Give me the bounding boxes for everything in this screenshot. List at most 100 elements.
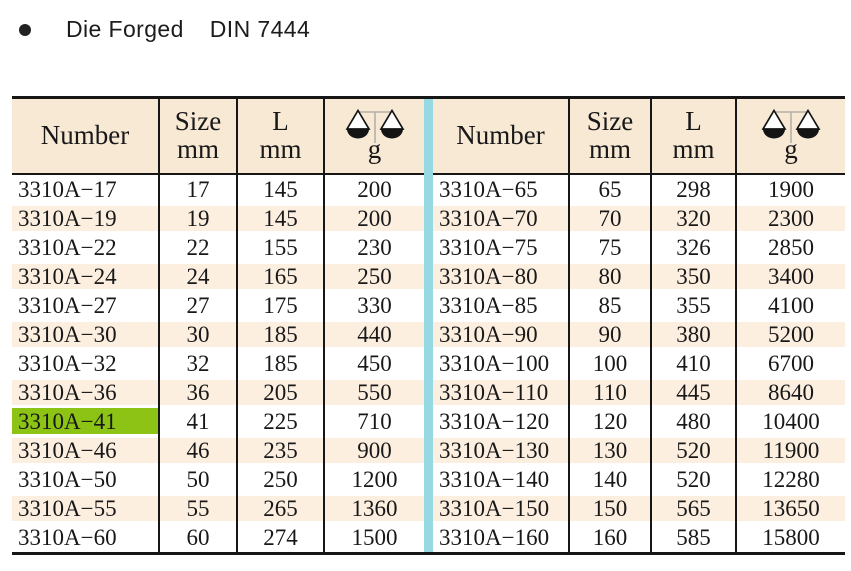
cell-weight-g: 3400 — [768, 264, 814, 289]
table-row: 3310A−36 36 205 550 — [12, 378, 424, 407]
cell-length-mm: 565 — [652, 494, 737, 523]
table-row: 3310A−24 24 165 250 — [12, 262, 424, 291]
cell-part-number: 3310A−75 — [433, 233, 570, 262]
table-row: 3310A−110 110 445 8640 — [433, 378, 845, 407]
cell-weight-g: 550 — [357, 380, 392, 405]
cell-part-number: 3310A−150 — [433, 494, 570, 523]
table-row: 3310A−32 32 185 450 — [12, 349, 424, 378]
cell-size-mm: 24 — [160, 262, 238, 291]
cell-size-mm: 65 — [570, 175, 652, 204]
cell-size-mm: 22 — [160, 233, 238, 262]
cell-weight-g: 15800 — [762, 525, 820, 550]
bullet-icon — [19, 23, 31, 36]
table-row: 3310A−41 41 225 710 — [12, 407, 424, 436]
cell-length-mm: 585 — [652, 523, 737, 552]
cell-size-mm: 36 — [160, 378, 238, 407]
cell-part-number: 3310A−90 — [433, 320, 570, 349]
cell-weight-g: 200 — [357, 206, 392, 231]
cell-part-number: 3310A−160 — [433, 523, 570, 552]
table-row: 3310A−75 75 326 2850 — [433, 233, 845, 262]
cell-size-mm: 85 — [570, 291, 652, 320]
cell-part-number: 3310A−130 — [433, 436, 570, 465]
cell-part-number: 3310A−30 — [12, 320, 160, 349]
table-row: 3310A−100 100 410 6700 — [433, 349, 845, 378]
table-row: 3310A−19 19 145 200 — [12, 204, 424, 233]
table-divider — [424, 99, 433, 552]
cell-part-number: 3310A−140 — [433, 465, 570, 494]
table-body-right: 3310A−65 65 298 1900 3310A−70 70 320 230… — [433, 175, 845, 552]
cell-size-mm: 50 — [160, 465, 238, 494]
cell-length-mm: 265 — [238, 494, 325, 523]
size-label: Size — [586, 106, 634, 137]
cell-weight-g: 440 — [357, 322, 392, 347]
spec-table-left: Number Size mm L mm g — [12, 99, 424, 552]
table-row: 3310A−22 22 155 230 — [12, 233, 424, 262]
table-row: 3310A−60 60 274 1500 — [12, 523, 424, 552]
weight-unit: g — [784, 133, 798, 164]
cell-length-mm: 175 — [238, 291, 325, 320]
cell-weight-g: 10400 — [762, 409, 820, 434]
column-header-number: Number — [12, 99, 160, 173]
table-row: 3310A−46 46 235 900 — [12, 436, 424, 465]
cell-length-mm: 326 — [652, 233, 737, 262]
table-row: 3310A−140 140 520 12280 — [433, 465, 845, 494]
column-header-size: Size mm — [160, 99, 238, 173]
cell-weight-g: 5200 — [768, 322, 814, 347]
cell-length-mm: 155 — [238, 233, 325, 262]
table-row: 3310A−70 70 320 2300 — [433, 204, 845, 233]
spec-table-right: Number Size mm L mm g — [433, 99, 845, 552]
cell-weight-g: 4100 — [768, 293, 814, 318]
cell-part-number: 3310A−17 — [12, 175, 160, 204]
spec-table: Number Size mm L mm g — [12, 96, 845, 555]
cell-weight-g: 710 — [357, 409, 392, 434]
table-row: 3310A−80 80 350 3400 — [433, 262, 845, 291]
length-label: L — [685, 106, 702, 137]
cell-length-mm: 355 — [652, 291, 737, 320]
column-header-weight: g — [325, 99, 424, 173]
cell-size-mm: 100 — [570, 349, 652, 378]
cell-size-mm: 60 — [160, 523, 238, 552]
cell-part-number: 3310A−85 — [433, 291, 570, 320]
cell-weight-g: 900 — [357, 438, 392, 463]
balance-scale-icon — [345, 108, 404, 143]
cell-part-number: 3310A−110 — [433, 378, 570, 407]
cell-part-number: 3310A−80 — [433, 262, 570, 291]
table-row: 3310A−90 90 380 5200 — [433, 320, 845, 349]
column-header-number: Number — [433, 99, 570, 173]
cell-length-mm: 205 — [238, 378, 325, 407]
cell-size-mm: 19 — [160, 204, 238, 233]
table-row: 3310A−65 65 298 1900 — [433, 175, 845, 204]
length-unit: mm — [672, 134, 715, 164]
product-line-label: Die Forged — [66, 16, 184, 42]
column-header-weight: g — [737, 99, 845, 173]
cell-length-mm: 520 — [652, 465, 737, 494]
cell-length-mm: 235 — [238, 436, 325, 465]
cell-length-mm: 225 — [238, 407, 325, 436]
cell-length-mm: 185 — [238, 349, 325, 378]
cell-size-mm: 160 — [570, 523, 652, 552]
table-row: 3310A−150 150 565 13650 — [433, 494, 845, 523]
cell-weight-g: 450 — [357, 351, 392, 376]
cell-weight-g: 200 — [357, 177, 392, 202]
cell-part-number: 3310A−32 — [12, 349, 160, 378]
table-row: 3310A−120 120 480 10400 — [433, 407, 845, 436]
cell-size-mm: 27 — [160, 291, 238, 320]
cell-weight-g: 8640 — [768, 380, 814, 405]
cell-weight-g: 330 — [357, 293, 392, 318]
cell-size-mm: 41 — [160, 407, 238, 436]
cell-length-mm: 350 — [652, 262, 737, 291]
cell-weight-g: 12280 — [762, 467, 820, 492]
table-row: 3310A−130 130 520 11900 — [433, 436, 845, 465]
page-title: Die Forged DIN 7444 — [19, 16, 310, 43]
cell-part-number: 3310A−50 — [12, 465, 160, 494]
table-row: 3310A−17 17 145 200 — [12, 175, 424, 204]
cell-weight-g: 13650 — [762, 496, 820, 521]
cell-weight-g: 2850 — [768, 235, 814, 260]
cell-part-number: 3310A−60 — [12, 523, 160, 552]
cell-part-number: 3310A−100 — [433, 349, 570, 378]
cell-size-mm: 75 — [570, 233, 652, 262]
cell-weight-g: 1360 — [351, 496, 398, 521]
cell-size-mm: 46 — [160, 436, 238, 465]
size-unit: mm — [588, 134, 631, 164]
table-row: 3310A−55 55 265 1360 — [12, 494, 424, 523]
